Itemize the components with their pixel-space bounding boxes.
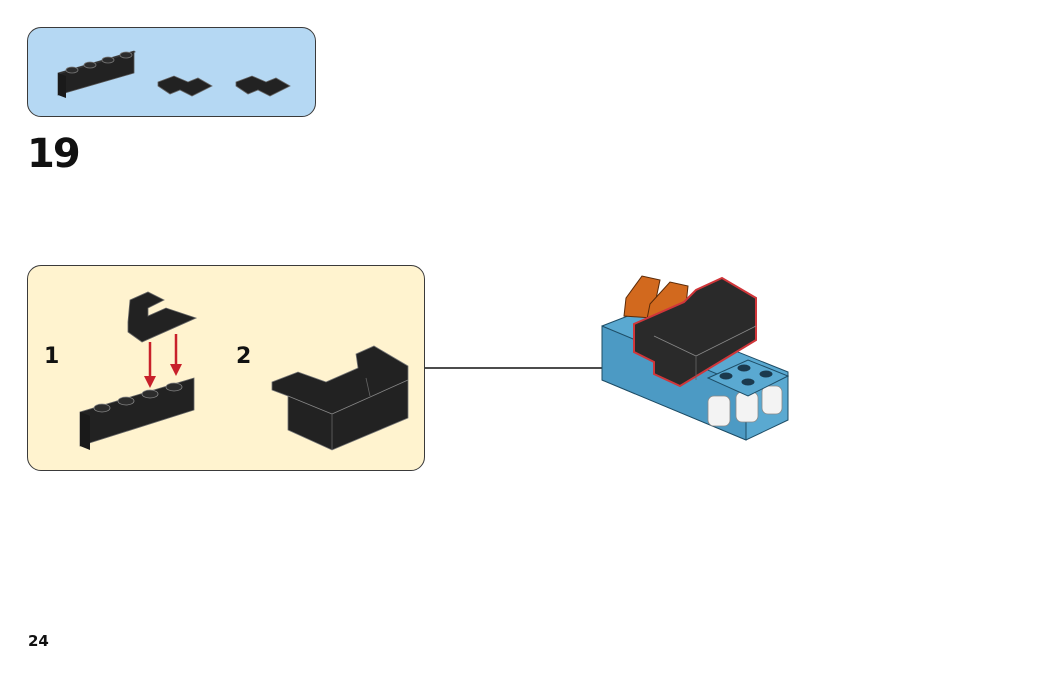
part-1x4-brick xyxy=(57,50,136,98)
placement-arrows xyxy=(144,334,182,388)
sub-step-1-illustration xyxy=(79,291,198,450)
part-corner-plate-1 xyxy=(157,75,213,97)
parts-list-box xyxy=(27,27,316,117)
new-assembly-highlight xyxy=(633,276,757,388)
main-model-illustration xyxy=(601,275,790,441)
page-number: 24 xyxy=(28,632,49,650)
step-number: 19 xyxy=(27,131,81,177)
sub-step-label-1: 1 xyxy=(44,344,60,369)
sub-step-label-2: 2 xyxy=(236,344,252,369)
sub-assembly-box: 1 2 xyxy=(27,265,425,471)
part-corner-plate-2 xyxy=(235,75,291,97)
sub-step-2-illustration xyxy=(271,345,409,451)
